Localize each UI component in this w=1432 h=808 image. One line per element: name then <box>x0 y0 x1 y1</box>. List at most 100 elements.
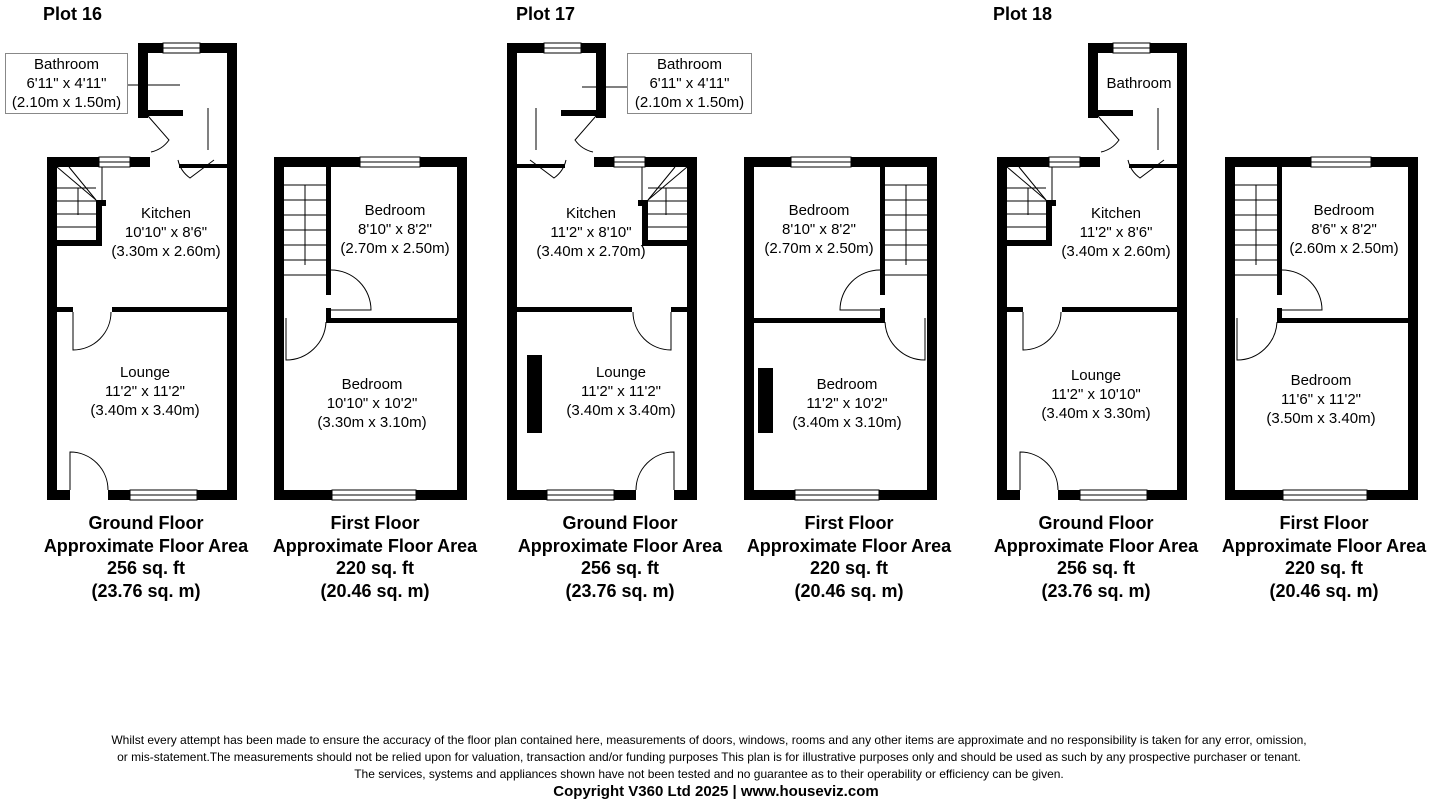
door-swing <box>1281 269 1323 311</box>
wall <box>997 307 1023 312</box>
plot-17-ground-summary: Ground Floor Approximate Floor Area 256 … <box>518 512 722 602</box>
floor-name: First Floor <box>330 513 420 533</box>
room-imperial: 8'10" x 8'2" <box>358 221 432 238</box>
wall <box>326 318 467 323</box>
area-label: Approximate Floor Area <box>1221 535 1427 556</box>
area-sqft: 220 sq. ft <box>809 558 889 578</box>
room-name: Bedroom <box>816 376 878 393</box>
wall <box>1129 164 1177 168</box>
wall <box>997 490 1020 500</box>
room-metric: (3.40m x 3.40m) <box>566 402 676 419</box>
wall <box>507 490 547 500</box>
stair-tread <box>647 166 676 201</box>
floor-name: Ground Floor <box>1038 513 1154 533</box>
door-swing <box>632 311 672 351</box>
disclaimer-line: Whilst every attempt has been made to en… <box>111 733 1307 747</box>
plot-18-bedroom2-label: Bedroom 11'6" x 11'2" (3.50m x 3.40m) <box>1266 371 1375 428</box>
wall <box>642 240 687 246</box>
wall <box>744 157 754 500</box>
door-swing <box>1022 311 1062 351</box>
room-metric: (2.60m x 2.50m) <box>1289 240 1399 257</box>
plot-18-first-floor-plan <box>1225 156 1418 501</box>
wall <box>561 110 606 116</box>
wall <box>674 490 697 500</box>
stair-tread <box>1006 166 1047 201</box>
area-sqm: (20.46 sq. m) <box>1269 580 1379 601</box>
plot-17-first-floor-plan <box>744 156 937 501</box>
plot-16-title: Plot 16 <box>43 4 103 24</box>
door-swing <box>147 115 170 153</box>
disclaimer-line: The services, systems and appliances sho… <box>354 767 1064 781</box>
plot-16-ground-summary: Ground Floor Approximate Floor Area 256 … <box>44 512 248 602</box>
wall <box>1046 200 1056 206</box>
wall <box>457 157 467 500</box>
wall <box>47 157 57 500</box>
room-metric: (2.10m x 1.50m) <box>634 94 745 111</box>
plot-18-first-summary: First Floor Approximate Floor Area 220 s… <box>1222 512 1426 602</box>
wall <box>96 200 106 206</box>
wall <box>1062 307 1187 312</box>
door-swing <box>839 269 881 311</box>
wall <box>744 318 885 323</box>
plot-18-ground-summary: Ground Floor Approximate Floor Area 256 … <box>994 512 1198 602</box>
room-name: Lounge <box>595 364 647 381</box>
wall <box>1150 43 1187 53</box>
wall <box>744 490 795 500</box>
wall <box>416 490 467 500</box>
stair-tread <box>647 166 688 201</box>
door-swing <box>72 311 112 351</box>
door-swing <box>285 318 327 361</box>
room-name: Bedroom <box>1313 202 1375 219</box>
room-metric: (3.40m x 2.60m) <box>1061 243 1171 260</box>
wall <box>420 157 467 167</box>
room-imperial: 11'2" x 10'10" <box>1051 386 1141 403</box>
room-imperial: 10'10" x 10'2" <box>326 395 418 412</box>
disclaimer-line: or mis-statement.The measurements should… <box>117 750 1301 764</box>
wall <box>1177 43 1187 500</box>
door-swing <box>529 159 567 179</box>
wall <box>274 157 284 500</box>
area-sqft: 256 sq. ft <box>580 558 660 578</box>
room-metric: (3.40m x 3.40m) <box>90 402 200 419</box>
plot-16-bathroom-callout: Bathroom 6'11" x 4'11" (2.10m x 1.50m) <box>5 53 128 114</box>
room-name: Kitchen <box>565 205 617 222</box>
wall <box>596 43 606 118</box>
wall <box>517 164 565 168</box>
wall <box>138 43 163 53</box>
plot-16-first-floor-plan <box>274 156 467 501</box>
wall <box>1046 200 1052 246</box>
wall <box>507 43 544 53</box>
plot-16-bedroom1-label: Bedroom 8'10" x 8'2" (2.70m x 2.50m) <box>340 201 449 258</box>
plot-16-ground-floor-plan <box>47 42 237 501</box>
door-swing <box>1127 159 1165 179</box>
wall <box>997 157 1007 500</box>
wall <box>197 490 237 500</box>
area-label: Approximate Floor Area <box>746 535 952 556</box>
wall <box>507 43 517 500</box>
wall <box>1225 157 1235 500</box>
door-swing <box>1097 115 1120 153</box>
wall <box>880 308 885 323</box>
wall <box>1088 110 1133 116</box>
plot-18-bathroom-label: Bathroom <box>1106 75 1172 92</box>
room-imperial: 11'2" x 8'10" <box>550 224 632 241</box>
wall <box>1058 490 1080 500</box>
wall <box>880 165 885 295</box>
room-imperial: 11'2" x 8'6" <box>1079 224 1153 241</box>
door-swing <box>330 269 372 311</box>
stair-tread <box>1018 166 1047 201</box>
floor-name: First Floor <box>804 513 894 533</box>
plot-16-bedroom2-label: Bedroom 10'10" x 10'2" (3.30m x 3.10m) <box>317 375 426 432</box>
wall <box>638 200 648 206</box>
room-name: Kitchen <box>1090 205 1142 222</box>
door-swing <box>635 451 675 491</box>
room-metric: (3.40m x 3.10m) <box>792 414 902 431</box>
wall <box>47 490 70 500</box>
wall <box>879 490 937 500</box>
wall <box>1088 43 1113 53</box>
area-sqft: 256 sq. ft <box>1056 558 1136 578</box>
wall <box>138 43 148 118</box>
room-imperial: 11'2" x 10'2" <box>806 395 888 412</box>
plot-16-first-summary: First Floor Approximate Floor Area 220 s… <box>273 512 477 602</box>
